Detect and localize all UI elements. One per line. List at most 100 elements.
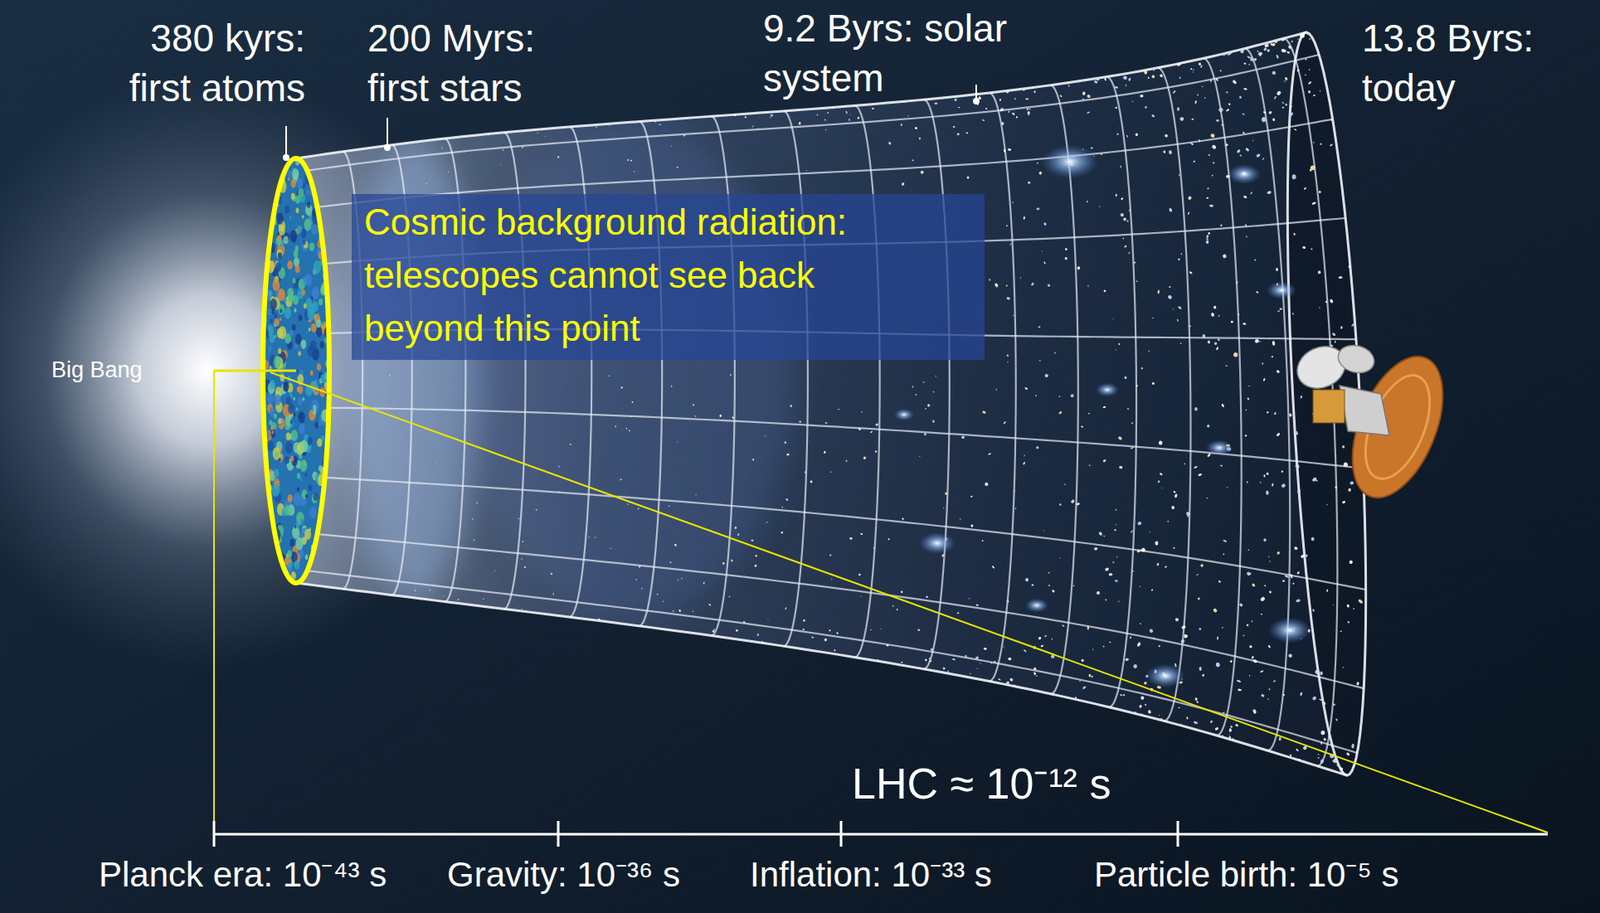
star: [1130, 530, 1134, 534]
star: [964, 655, 968, 658]
star: [1330, 88, 1335, 93]
star: [1226, 486, 1229, 489]
note-text: Cosmic background radiation: telescopes …: [364, 195, 904, 356]
star: [932, 391, 934, 394]
cmb-spot: [308, 212, 312, 218]
cmb-spot: [260, 488, 263, 493]
star: [769, 116, 772, 119]
star: [1094, 79, 1099, 84]
star: [1269, 560, 1271, 563]
star: [609, 548, 612, 550]
star: [1160, 717, 1163, 722]
cmb-spot: [324, 218, 331, 231]
star: [669, 561, 672, 564]
cmb-spot: [274, 156, 283, 170]
galaxy: [894, 408, 915, 421]
cmb-spot: [277, 574, 285, 588]
star: [958, 106, 961, 109]
cmb-spot: [304, 273, 312, 287]
star: [737, 533, 740, 536]
cmb-spot: [277, 234, 283, 242]
star: [1122, 75, 1128, 81]
star: [1176, 318, 1180, 322]
star: [1356, 681, 1360, 686]
star: [957, 612, 960, 615]
star: [482, 598, 485, 600]
star: [1136, 280, 1138, 283]
cmb-spot: [314, 161, 321, 173]
star: [1319, 142, 1323, 146]
cmb-spot: [272, 279, 280, 292]
star: [557, 155, 560, 159]
cmb-spot: [277, 417, 283, 427]
star: [1302, 246, 1306, 250]
star: [998, 98, 1002, 103]
star: [953, 97, 958, 102]
axis-line: [213, 833, 1548, 837]
grid-ring: [1157, 68, 1191, 722]
star: [1317, 757, 1320, 759]
star: [959, 518, 961, 521]
time-axis: [213, 821, 1548, 847]
star: [620, 386, 623, 390]
star: [1293, 232, 1296, 236]
star: [837, 408, 840, 410]
cmb-spot: [291, 429, 298, 442]
cmb-spot: [325, 505, 331, 516]
cmb-spot: [316, 437, 322, 448]
star: [1104, 567, 1110, 572]
star: [1205, 239, 1210, 244]
star: [1299, 395, 1303, 399]
star: [1172, 308, 1174, 311]
star: [1108, 573, 1114, 577]
cmb-spot: [311, 223, 318, 235]
cmb-spot: [309, 242, 316, 252]
galaxy: [1206, 439, 1233, 456]
star: [750, 539, 754, 542]
star: [1260, 694, 1265, 698]
star: [625, 427, 628, 430]
star: [975, 603, 978, 607]
star: [1257, 51, 1263, 56]
cmb-spot: [300, 339, 307, 349]
guide-line: [213, 369, 297, 373]
star: [1152, 68, 1156, 71]
star: [722, 562, 725, 565]
cmb-spot: [305, 554, 309, 560]
star: [1332, 332, 1337, 337]
star: [1167, 520, 1169, 523]
star: [1002, 646, 1005, 647]
star: [677, 579, 679, 582]
galaxy: [1227, 164, 1261, 185]
star: [1179, 116, 1184, 122]
cmb-spot: [273, 413, 278, 419]
cmb-spot: [284, 505, 292, 516]
grid-ring: [855, 105, 881, 657]
cmb-spot: [308, 327, 312, 332]
cmb-spot: [276, 249, 283, 260]
star: [1238, 314, 1241, 316]
star: [848, 118, 851, 122]
star: [1283, 77, 1289, 82]
star: [1288, 44, 1293, 49]
star: [1119, 165, 1122, 169]
cmb-spot: [321, 160, 326, 166]
star: [1157, 480, 1161, 484]
star: [892, 604, 895, 608]
star: [1295, 748, 1299, 752]
star: [934, 375, 937, 378]
star: [1148, 628, 1154, 634]
star: [1026, 111, 1031, 115]
star: [956, 132, 960, 137]
star: [1128, 252, 1130, 255]
cmb-spot: [311, 323, 317, 333]
star: [1259, 340, 1261, 343]
star: [1139, 585, 1141, 588]
star: [473, 539, 476, 541]
star: [830, 471, 832, 472]
cmb-spot: [304, 472, 307, 478]
star: [1206, 196, 1209, 200]
star: [1128, 636, 1132, 640]
star: [694, 415, 696, 418]
cmb-spot: [275, 262, 282, 273]
